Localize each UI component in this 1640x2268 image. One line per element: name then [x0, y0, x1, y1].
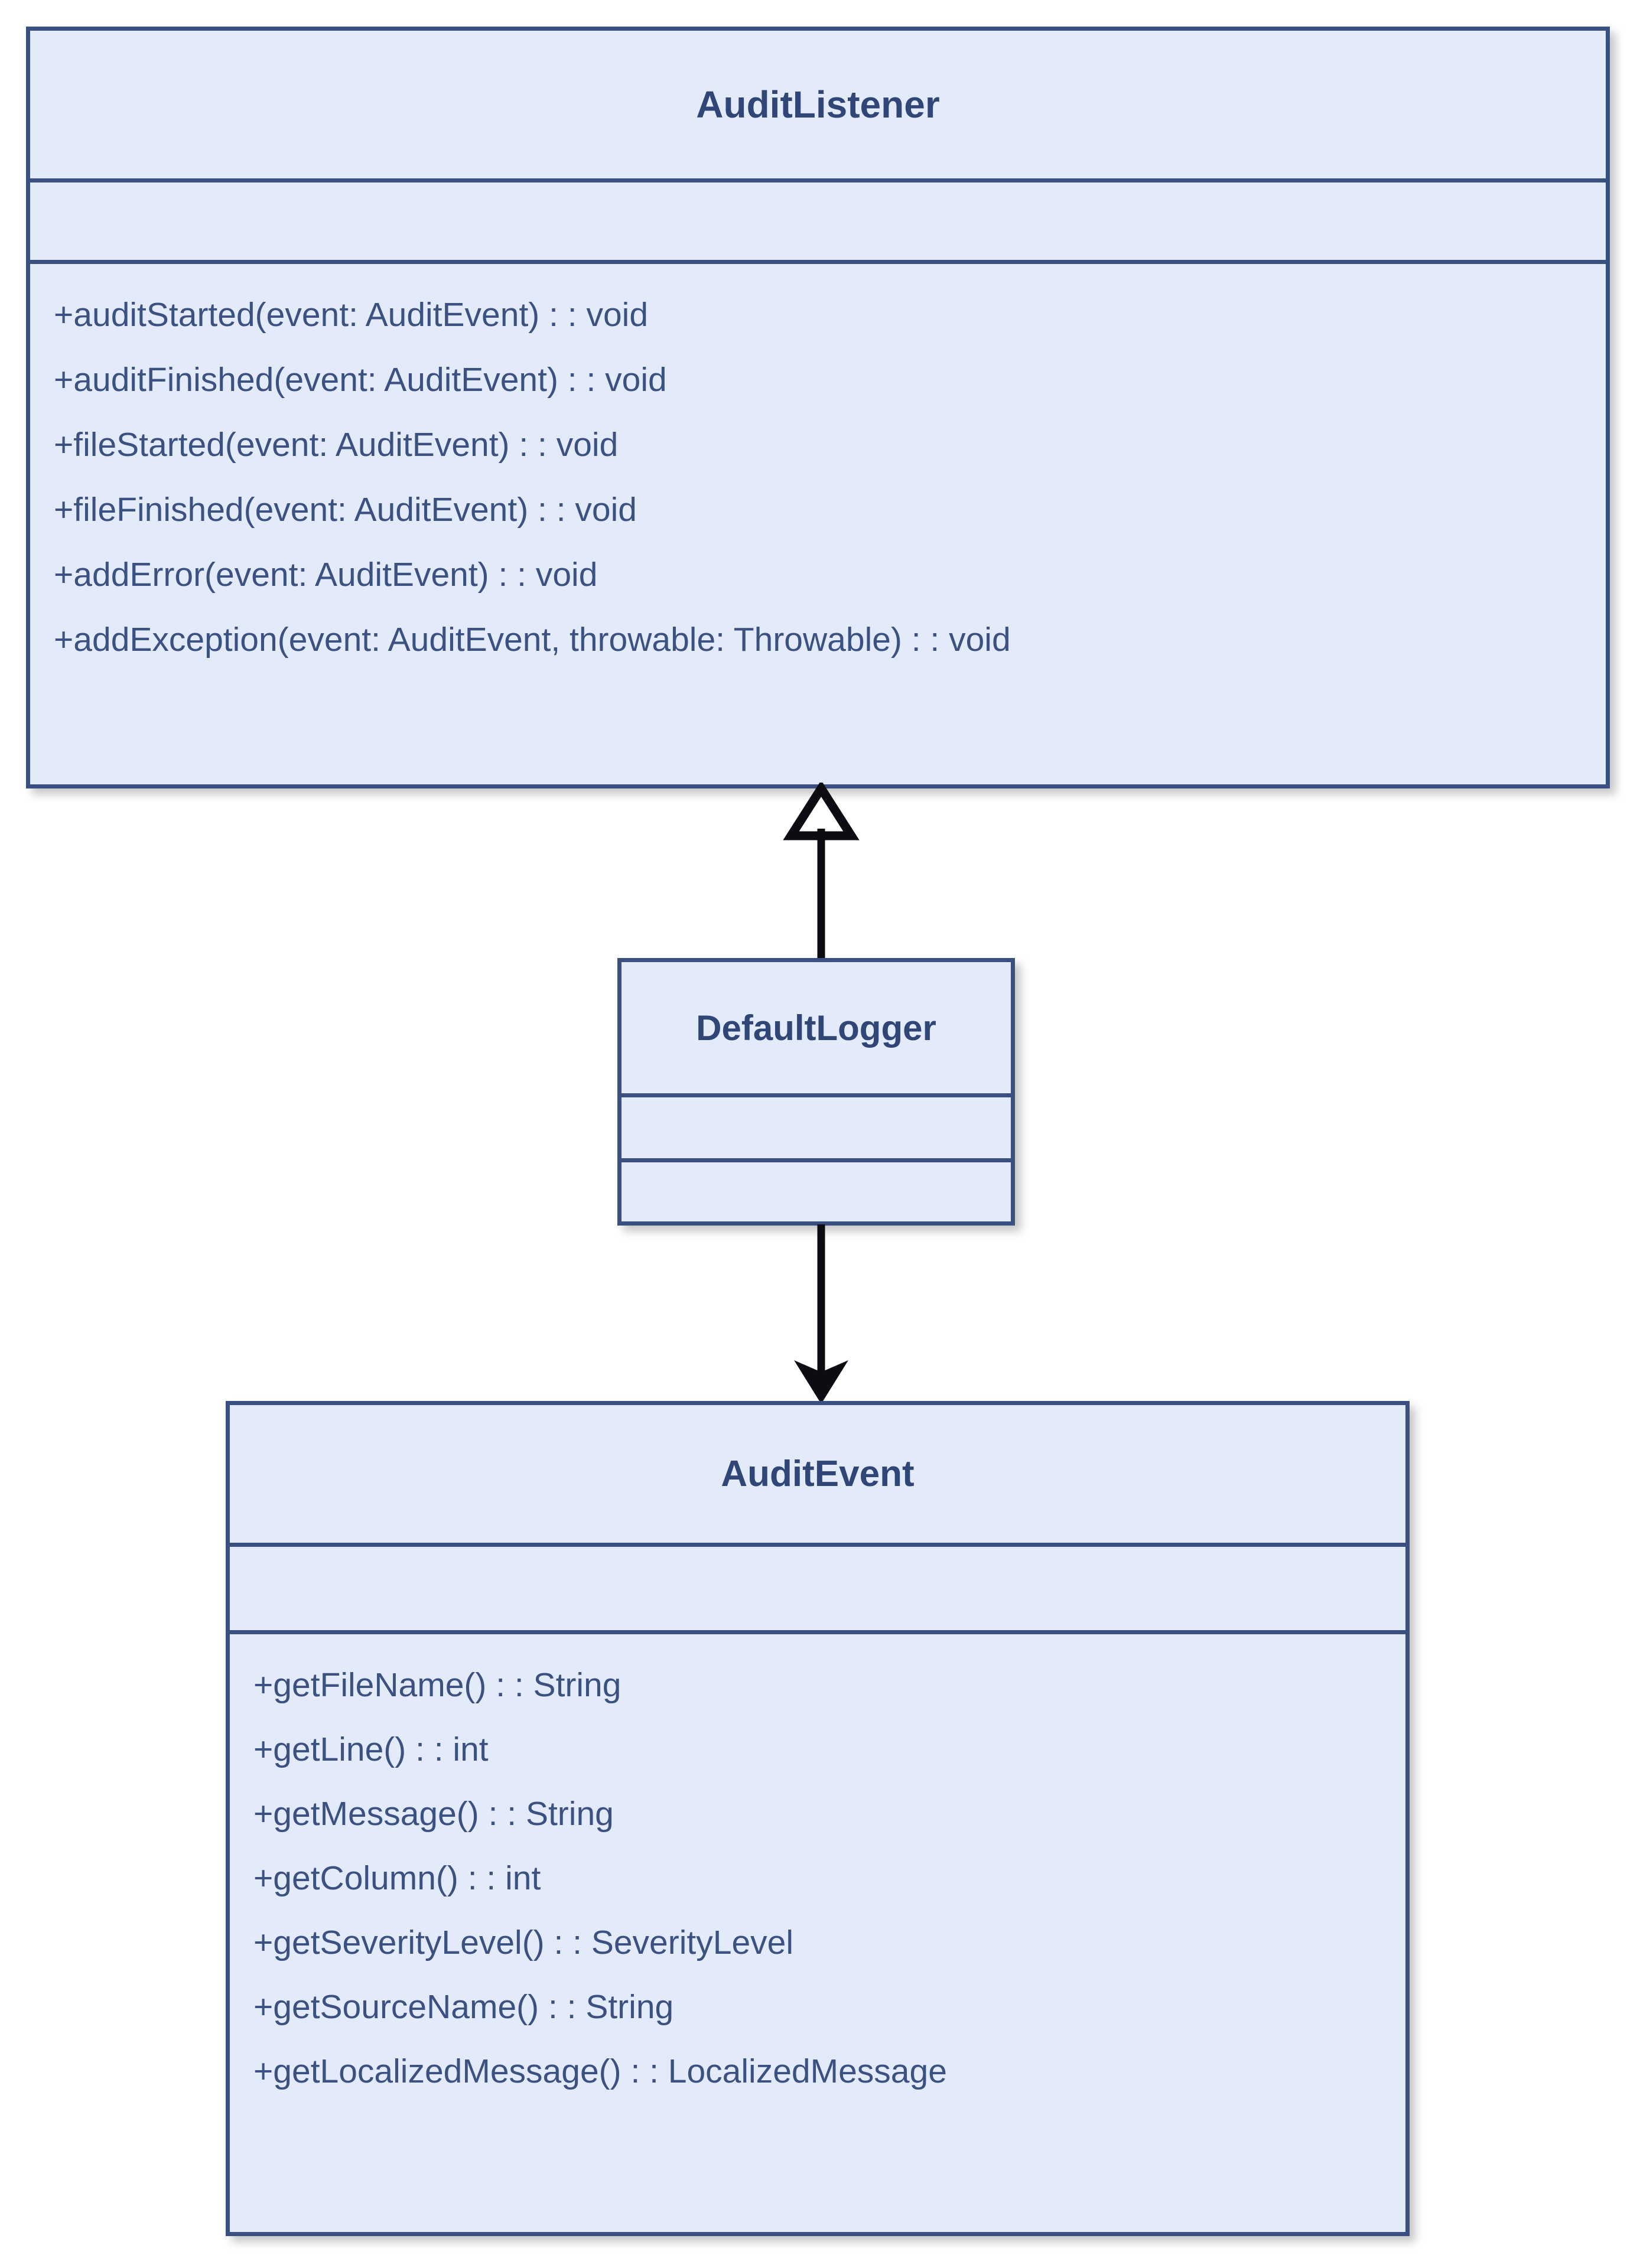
class-name-audit-event: AuditEvent [721, 1454, 915, 1494]
class-box-default-logger[interactable]: DefaultLogger [617, 958, 1015, 1226]
attributes-compartment-audit-event [230, 1547, 1405, 1630]
class-name-audit-listener: AuditListener [696, 83, 940, 126]
method-item: +getColumn() : : int [253, 1859, 541, 1897]
method-item: +getFileName() : : String [253, 1666, 621, 1704]
methods-compartment-audit-listener: +auditStarted(event: AuditEvent) : : voi… [30, 264, 1606, 657]
association-arrow-to-audit-event [794, 1224, 848, 1404]
compartment-divider [30, 260, 1606, 264]
method-item: +auditFinished(event: AuditEvent) : : vo… [54, 361, 667, 399]
method-item: +getSeverityLevel() : : SeverityLevel [253, 1924, 794, 1961]
methods-compartment-audit-event: +getFileName() : : String +getLine() : :… [230, 1634, 1405, 2088]
method-item: +fileFinished(event: AuditEvent) : : voi… [54, 491, 637, 529]
attributes-compartment-audit-listener [30, 183, 1606, 260]
method-item: +getLine() : : int [253, 1731, 489, 1768]
method-item: +getMessage() : : String [253, 1795, 614, 1833]
hollow-triangle-arrowhead-icon [783, 783, 860, 840]
class-name-default-logger: DefaultLogger [696, 1008, 936, 1048]
method-item: +getLocalizedMessage() : : LocalizedMess… [253, 2052, 947, 2090]
class-box-audit-listener[interactable]: AuditListener +auditStarted(event: Audit… [26, 27, 1610, 788]
generalization-arrow-to-audit-listener [783, 783, 860, 963]
solid-arrowhead-icon [794, 1360, 848, 1404]
compartment-divider [230, 1630, 1405, 1634]
class-box-audit-event[interactable]: AuditEvent +getFileName() : : String +ge… [226, 1401, 1410, 2236]
method-item: +auditStarted(event: AuditEvent) : : voi… [54, 296, 649, 334]
methods-compartment-default-logger [621, 1162, 1011, 1222]
compartment-divider [230, 1543, 1405, 1547]
attributes-compartment-default-logger [621, 1097, 1011, 1158]
method-item: +addException(event: AuditEvent, throwab… [54, 621, 1011, 659]
compartment-divider [30, 178, 1606, 183]
method-item: +addError(event: AuditEvent) : : void [54, 556, 598, 594]
compartment-divider [621, 1093, 1011, 1097]
method-item: +fileStarted(event: AuditEvent) : : void [54, 426, 619, 464]
compartment-divider [621, 1158, 1011, 1162]
method-item: +getSourceName() : : String [253, 1988, 674, 2026]
